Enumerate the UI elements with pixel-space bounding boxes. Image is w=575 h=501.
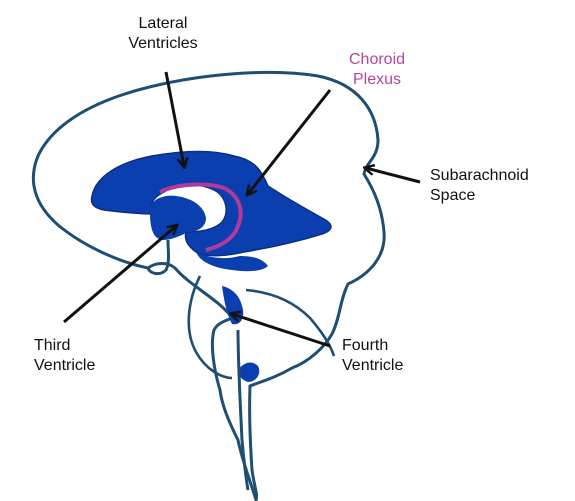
label-third-ventricle: Third Ventricle <box>34 336 144 376</box>
label-choroid-plexus-line2: Plexus <box>322 70 432 90</box>
label-third-ventricle-line2: Ventricle <box>34 356 144 376</box>
label-subarachnoid-space-line1: Subarachnoid <box>430 166 560 186</box>
label-third-ventricle-line1: Third <box>34 336 144 356</box>
label-fourth-ventricle: Fourth Ventricle <box>342 336 452 376</box>
label-fourth-ventricle-line2: Ventricle <box>342 356 452 376</box>
label-lateral-ventricles: Lateral Ventricles <box>103 14 223 54</box>
label-choroid-plexus: Choroid Plexus <box>322 50 432 90</box>
label-subarachnoid-space: Subarachnoid Space <box>430 166 560 206</box>
label-subarachnoid-space-line2: Space <box>430 186 560 206</box>
label-lateral-ventricles-line1: Lateral <box>103 14 223 34</box>
label-fourth-ventricle-line1: Fourth <box>342 336 452 356</box>
label-lateral-ventricles-line2: Ventricles <box>103 34 223 54</box>
label-choroid-plexus-line1: Choroid <box>322 50 432 70</box>
arrow-subarachnoid-space <box>366 168 420 182</box>
subarachnoid-space-outline <box>33 72 384 500</box>
